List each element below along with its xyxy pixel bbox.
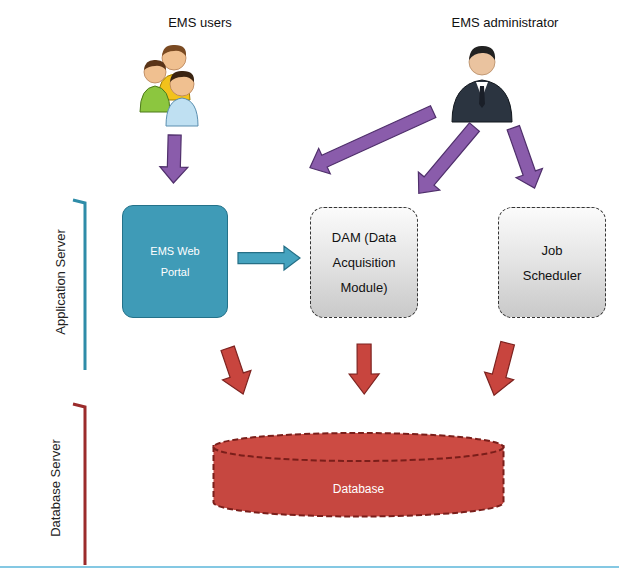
tier-bracket bbox=[73, 404, 85, 565]
block-arrow bbox=[221, 346, 251, 394]
block-arrow bbox=[160, 135, 188, 183]
portal-box: EMS Web Portal bbox=[122, 205, 228, 318]
tier-label: Application Server bbox=[53, 229, 68, 335]
node-label: DAM (Data Acquisition Module) bbox=[325, 225, 403, 300]
block-arrow bbox=[349, 344, 379, 394]
node-label: Job Scheduler bbox=[520, 238, 584, 288]
module-box: DAM (Data Acquisition Module) bbox=[310, 207, 418, 318]
block-arrow bbox=[310, 106, 436, 174]
tier-label: Database Server bbox=[48, 439, 63, 537]
block-arrow bbox=[507, 126, 542, 189]
admin-icon bbox=[452, 46, 512, 122]
node-label: EMS users bbox=[140, 14, 260, 32]
cylinder-shape bbox=[212, 432, 505, 518]
module-box: Job Scheduler bbox=[498, 207, 606, 318]
database-cylinder: Database bbox=[212, 432, 505, 518]
node-label: Database bbox=[212, 460, 505, 518]
block-arrow bbox=[418, 123, 479, 193]
users-icon bbox=[140, 45, 198, 126]
cylinder-top bbox=[214, 433, 504, 461]
base-line bbox=[0, 566, 619, 568]
block-arrow bbox=[485, 341, 515, 395]
tier-bracket bbox=[73, 200, 85, 370]
block-arrow bbox=[238, 246, 300, 270]
node-label: EMS administrator bbox=[435, 14, 575, 32]
node-label: EMS Web Portal bbox=[141, 241, 209, 283]
actor-figure: EMS administrator bbox=[435, 14, 575, 124]
actor-figure: EMS users bbox=[140, 14, 260, 130]
